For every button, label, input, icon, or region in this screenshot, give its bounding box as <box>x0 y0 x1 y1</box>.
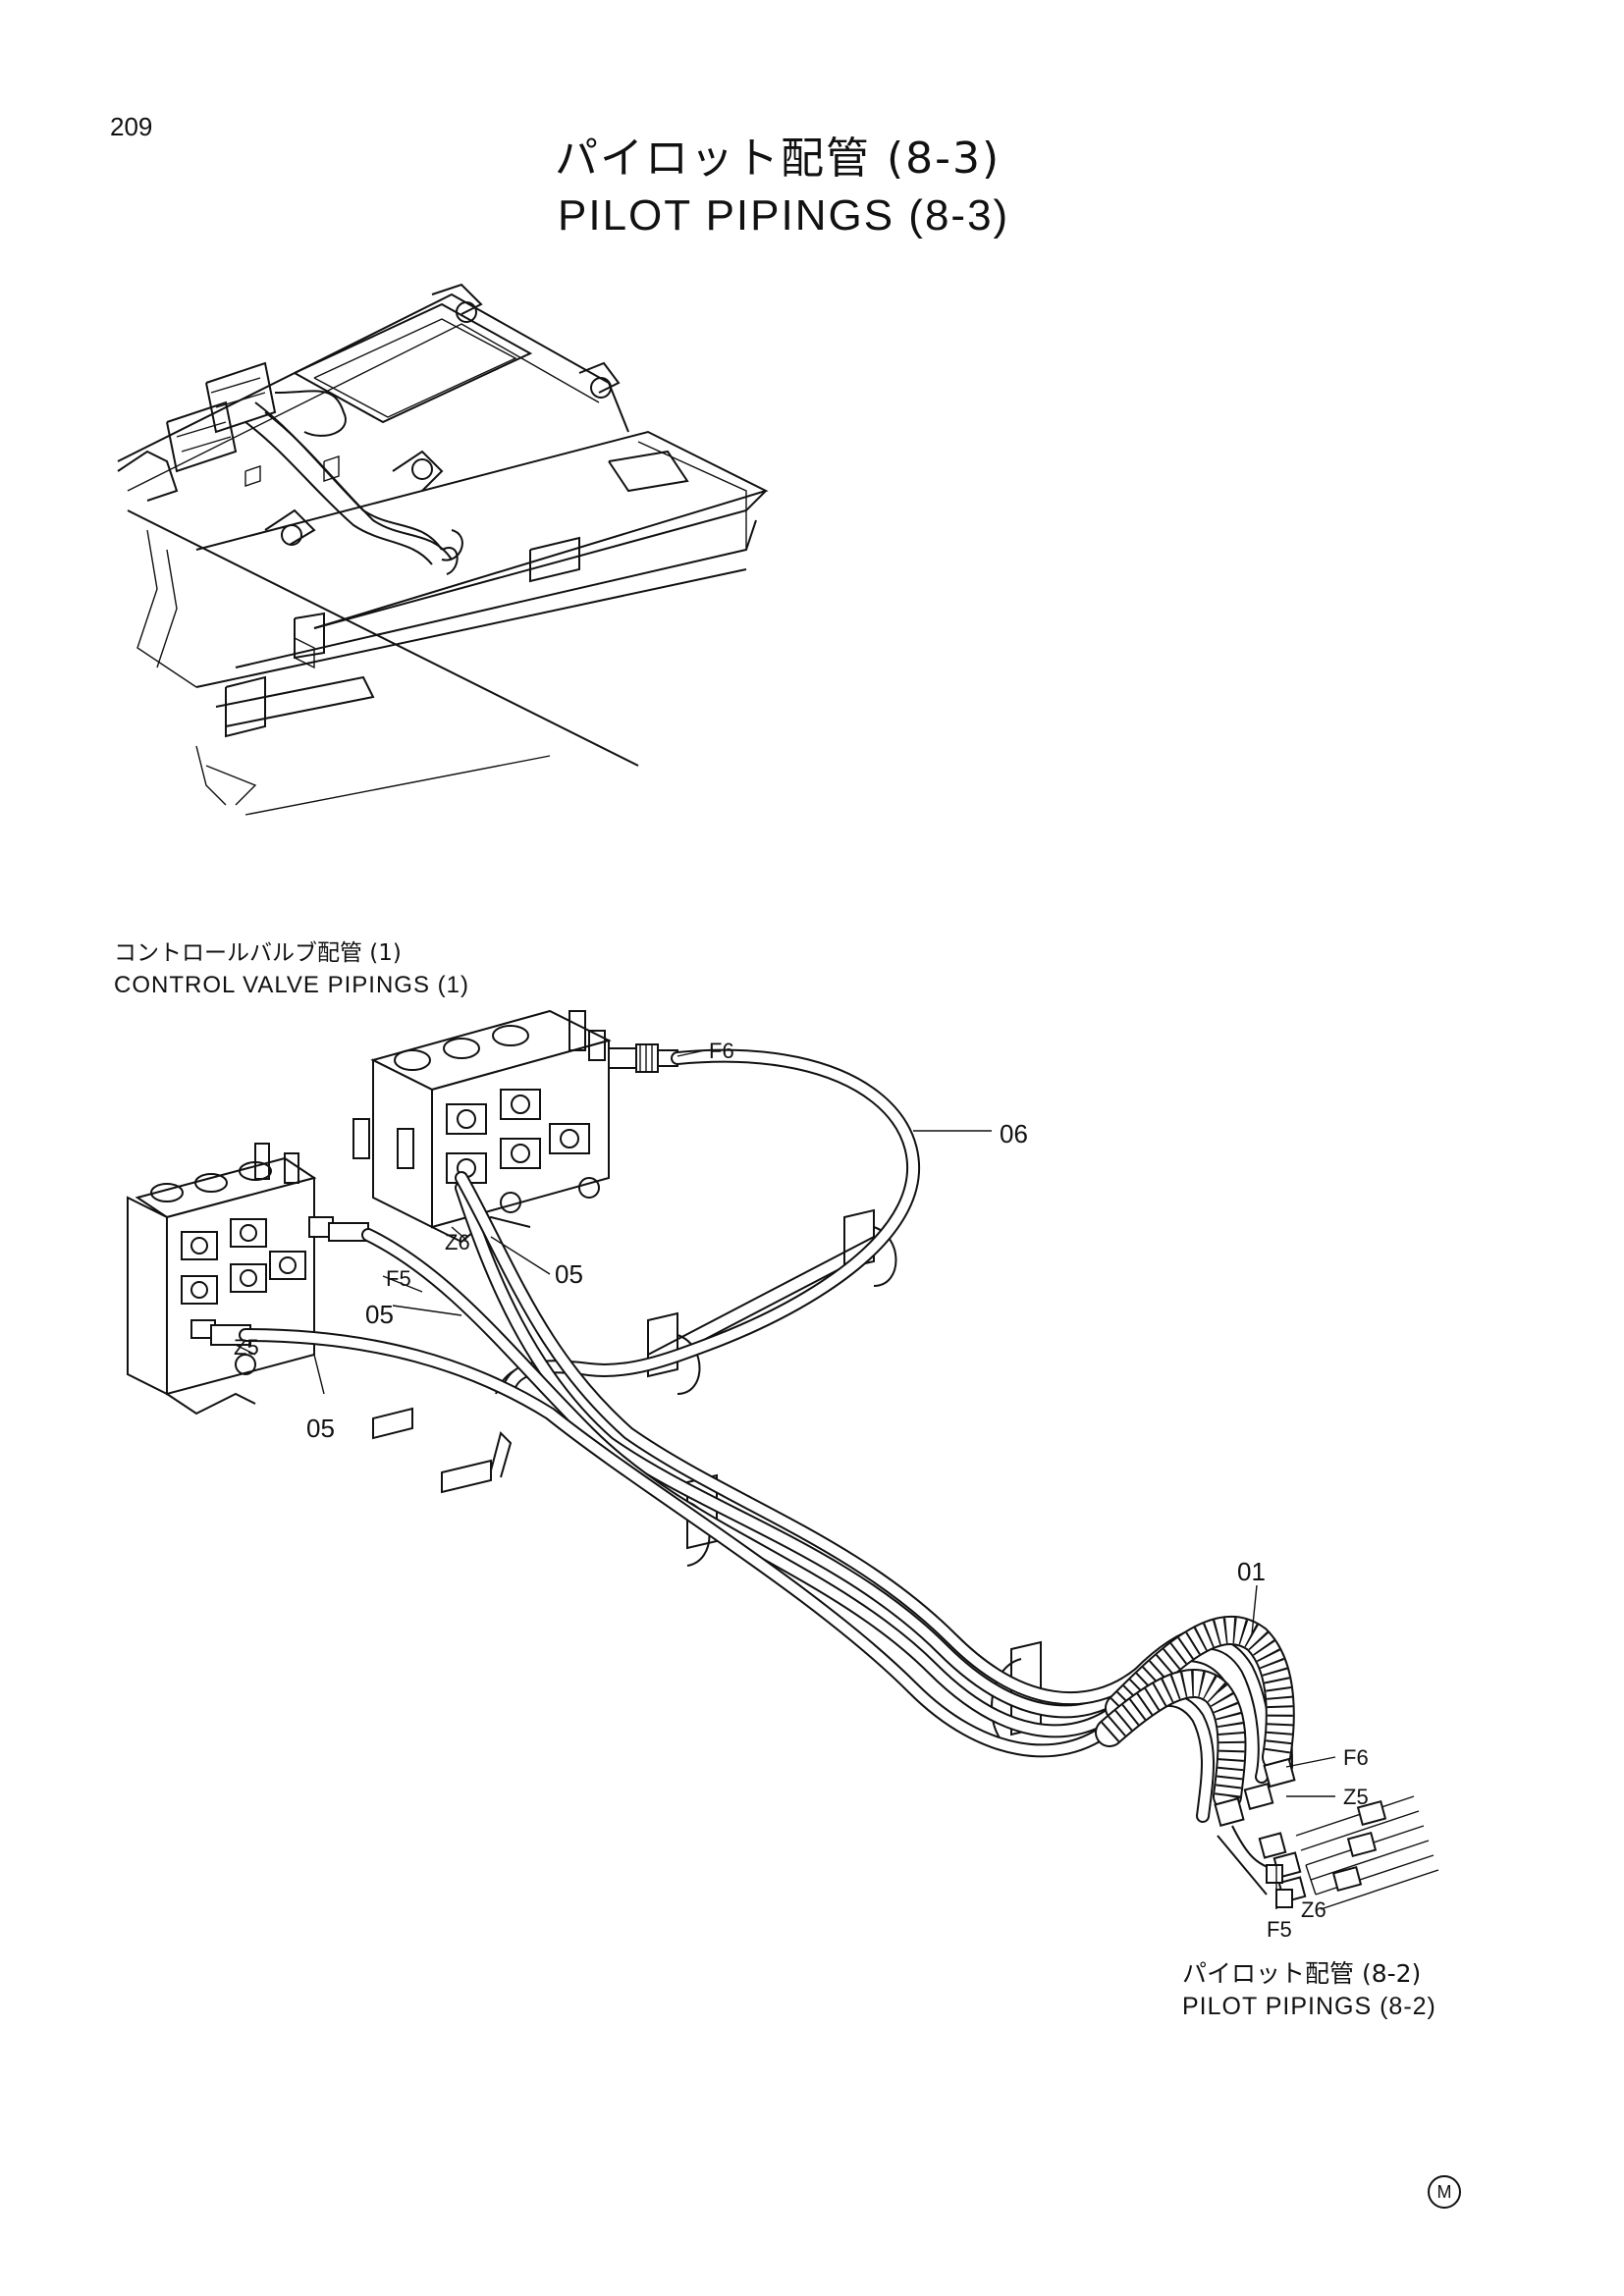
label-f5-left: F5 <box>386 1266 411 1291</box>
label-part-05-c: 05 <box>306 1414 335 1443</box>
hoses <box>239 1048 1293 1823</box>
label-f6-right: F6 <box>1343 1745 1369 1770</box>
control-valve-reference-japanese: コントロールバルブ配管 (1) <box>114 940 402 966</box>
page-title-japanese: パイロット配管 (8-3) <box>555 133 1001 184</box>
label-z6-left: Z6 <box>445 1230 470 1255</box>
label-f5-right: F5 <box>1267 1917 1292 1942</box>
pilot-pipings-reference-english: PILOT PIPINGS (8-2) <box>1182 1993 1436 2020</box>
label-z5-left: Z5 <box>234 1335 259 1360</box>
label-part-05-b: 05 <box>365 1300 394 1329</box>
page-title-english: PILOT PIPINGS (8-3) <box>558 191 1010 240</box>
label-z6-right: Z6 <box>1301 1897 1326 1922</box>
protector-wrap <box>1095 1616 1295 1811</box>
page-number: 209 <box>110 112 153 141</box>
label-z5-right: Z5 <box>1343 1785 1369 1809</box>
right-fittings <box>1214 1757 1439 1910</box>
control-valve-upper <box>352 1009 678 1244</box>
control-valve-lower <box>127 1143 369 1415</box>
manufacturer-mark: M <box>1428 2175 1461 2209</box>
label-part-05-a: 05 <box>555 1259 583 1289</box>
label-f6-top: F6 <box>709 1039 734 1063</box>
frame-overview <box>117 283 769 816</box>
label-part-01: 01 <box>1237 1557 1266 1586</box>
leader-lines <box>235 1049 1336 1909</box>
control-valve-reference-english: CONTROL VALVE PIPINGS (1) <box>114 972 469 998</box>
label-part-06: 06 <box>1000 1119 1028 1148</box>
pilot-pipings-reference-japanese: パイロット配管 (8-2) <box>1182 1959 1422 1988</box>
